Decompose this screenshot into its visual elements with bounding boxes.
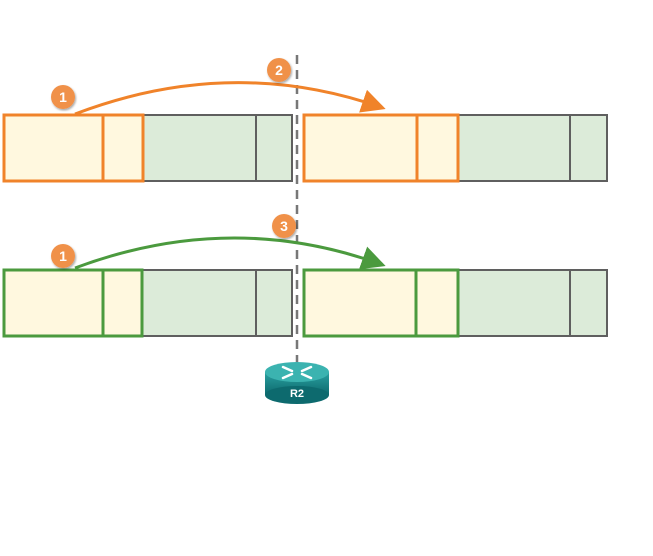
router-label: R2	[290, 388, 304, 400]
badge-label: 3	[280, 218, 288, 234]
top-left-frame	[2, 113, 293, 183]
bottom-left-frame	[2, 268, 293, 338]
top-right-frame	[302, 113, 608, 183]
bottom-forward-arrow	[74, 236, 386, 270]
badge-bottom-step: 3	[272, 214, 296, 238]
badge-top-source: 1	[51, 85, 75, 109]
router-icon: R2	[265, 362, 329, 404]
badge-label: 1	[59, 248, 67, 264]
badge-label: 1	[59, 89, 67, 105]
top-forward-arrow	[74, 81, 386, 116]
badge-label: 2	[275, 62, 283, 78]
badge-bottom-source: 1	[51, 244, 75, 268]
badge-top-step: 2	[267, 58, 291, 82]
bottom-right-frame	[302, 268, 608, 338]
